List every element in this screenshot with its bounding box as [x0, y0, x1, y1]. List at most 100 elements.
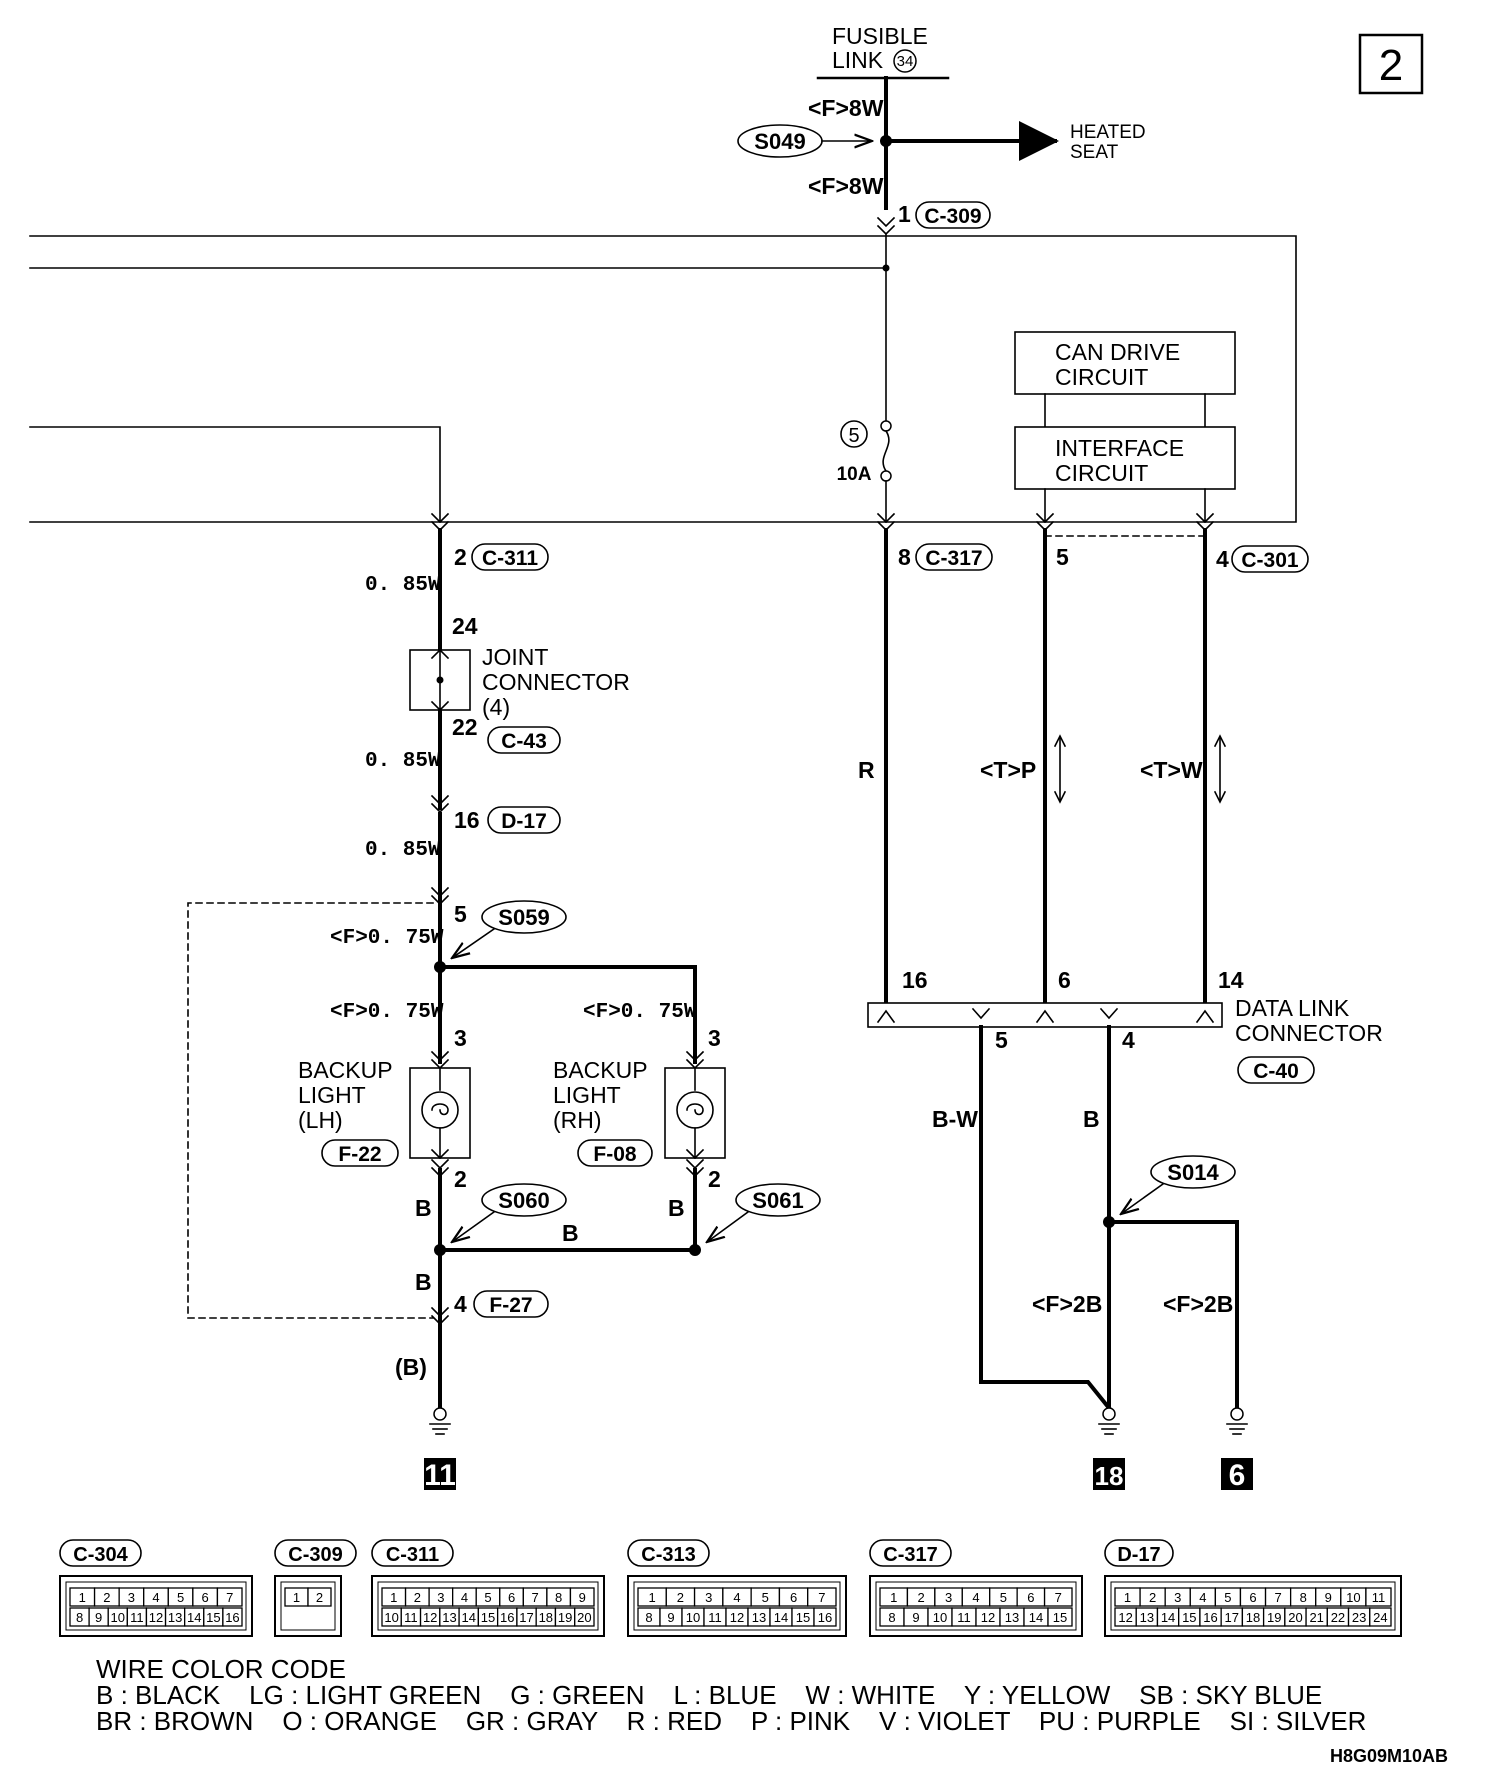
wire-label-f8w-bottom: <F>8W	[808, 173, 884, 199]
pin-dlc-6: 6	[1058, 967, 1071, 993]
connector-view-label: C-304	[73, 1544, 128, 1566]
connector-pin-number: 5	[484, 1590, 491, 1605]
connector-pin-number: 1	[1124, 1590, 1131, 1605]
pin-c317-8: 8	[898, 544, 911, 570]
connector-pin-number: 11	[957, 1610, 971, 1625]
connector-pin-number: 1	[293, 1590, 300, 1605]
connector-f22-label: F-22	[338, 1143, 381, 1166]
connector-pin-number: 14	[774, 1610, 788, 1625]
connector-pin-number: 4	[461, 1590, 468, 1605]
fuse-rating: 10A	[837, 464, 872, 485]
splice-s059-label: S059	[498, 905, 549, 930]
dashed-boundary-lh	[187, 902, 434, 1319]
wire-label-b-mid: B	[562, 1220, 579, 1246]
pin-dlc-4: 4	[1122, 1027, 1135, 1053]
backup-lh-line1: BACKUP	[298, 1057, 393, 1083]
connector-pin-cell	[813, 1607, 837, 1627]
connector-pin-number: 16	[818, 1610, 832, 1625]
connector-pin-number: 20	[1288, 1610, 1302, 1625]
backup-rh-line3: (RH)	[553, 1107, 602, 1133]
heated-seat-line2: SEAT	[1070, 142, 1119, 163]
connector-c301-label: C-301	[1241, 549, 1299, 572]
connector-pin-number: 16	[500, 1610, 514, 1625]
ground-11: 11	[424, 1407, 456, 1492]
connector-pin-number: 5	[762, 1590, 769, 1605]
connector-d17-label: D-17	[501, 810, 547, 833]
connector-pin-number: 4	[972, 1590, 979, 1605]
connector-pin-number: 6	[1249, 1590, 1256, 1605]
connector-pin-number: 1	[390, 1590, 397, 1605]
connector-pin-number: 11	[1372, 1590, 1386, 1605]
connector-pin-number: 9	[912, 1610, 919, 1625]
backup-lh-line3: (LH)	[298, 1107, 343, 1133]
connector-pin-number: 12	[1118, 1610, 1132, 1625]
junction-s061	[689, 1244, 701, 1256]
connector-pin-number: 10	[111, 1610, 125, 1625]
connector-pin-number: 5	[1224, 1590, 1231, 1605]
connector-pin-number: 6	[790, 1590, 797, 1605]
connector-pin-number: 21	[1309, 1610, 1323, 1625]
pin-c309-1: 1	[898, 201, 911, 227]
pin-d17-16: 16	[454, 807, 480, 833]
connector-pin-cell	[1047, 1607, 1073, 1627]
connector-pin-cell	[1365, 1587, 1392, 1607]
connector-pin-number: 11	[708, 1610, 722, 1625]
connector-pin-number: 18	[539, 1610, 553, 1625]
pin-dlc-16: 16	[902, 967, 928, 993]
connector-pin-number: 14	[461, 1610, 475, 1625]
connector-pin-number: 14	[1161, 1610, 1175, 1625]
connector-view-label: C-317	[883, 1544, 937, 1566]
can-drive-circuit-box: CAN DRIVE CIRCUIT	[1014, 331, 1236, 395]
connector-pin-number: 16	[225, 1610, 239, 1625]
connector-pin-number: 3	[705, 1590, 712, 1605]
connector-view-label: C-313	[641, 1544, 695, 1566]
connector-pin-number: 1	[890, 1590, 897, 1605]
bidirectional-arrow-icon	[1053, 734, 1067, 804]
connector-pin-number: 15	[481, 1610, 495, 1625]
ground-6-label: 6	[1229, 1459, 1246, 1492]
backup-rh-line2: LIGHT	[553, 1082, 621, 1108]
wire-label-085w-3: 0. 85W	[365, 839, 441, 862]
connector-pin-number: 6	[1027, 1590, 1034, 1605]
splice-s049: S049	[737, 124, 872, 158]
pin-lh-2: 2	[454, 1166, 467, 1192]
wire-label-b-dlc: B	[1083, 1106, 1100, 1132]
connector-pin-number: 20	[577, 1610, 591, 1625]
connector-pin-cell	[222, 1607, 243, 1627]
connector-pin-number: 17	[1225, 1610, 1239, 1625]
ground-11-label: 11	[424, 1459, 456, 1492]
connector-pin-number: 5	[177, 1590, 184, 1605]
connector-pin-number: 19	[558, 1610, 572, 1625]
connector-pin-cell	[307, 1587, 332, 1607]
splice-s060-label: S060	[498, 1188, 549, 1213]
connector-pin-number: 23	[1352, 1610, 1366, 1625]
splice-s060: S060	[452, 1183, 567, 1242]
wire-label-f2b-2: <F>2B	[1163, 1291, 1233, 1317]
connector-pin-number: 1	[649, 1590, 656, 1605]
pin-rh-2: 2	[708, 1166, 721, 1192]
splice-s061: S061	[707, 1183, 821, 1242]
fuse-5: 5 10A	[837, 420, 892, 523]
wire-label-085w-1: 0. 85W	[365, 574, 441, 597]
ground-18-label: 18	[1095, 1461, 1124, 1491]
wire-label-b-lower: B	[415, 1269, 432, 1295]
connector-pin-number: 17	[519, 1610, 533, 1625]
connector-pin-number: 4	[1199, 1590, 1206, 1605]
joint-connector-line3: (4)	[482, 694, 510, 720]
wire-label-b-rh: B	[668, 1195, 685, 1221]
connector-c311-label: C-311	[482, 547, 538, 570]
connector-pin-number: 14	[187, 1610, 201, 1625]
splice-s061-label: S061	[752, 1188, 803, 1213]
fusible-link: FUSIBLE LINK 34	[816, 23, 950, 80]
fusible-link-line2: LINK	[832, 47, 884, 73]
connector-view-label: D-17	[1117, 1544, 1160, 1566]
fusible-link-number: 34	[897, 53, 914, 70]
figure-code: H8G09M10AB	[1330, 1746, 1448, 1766]
data-link-line2: CONNECTOR	[1235, 1020, 1383, 1046]
splice-s014: S014	[1121, 1155, 1236, 1214]
connector-pin-number: 12	[730, 1610, 744, 1625]
wire-color-code-line1: B : BLACK LG : LIGHT GREEN G : GREEN L :…	[96, 1680, 1322, 1710]
connector-c40-label: C-40	[1253, 1060, 1299, 1083]
connector-pin-number: 3	[437, 1590, 444, 1605]
